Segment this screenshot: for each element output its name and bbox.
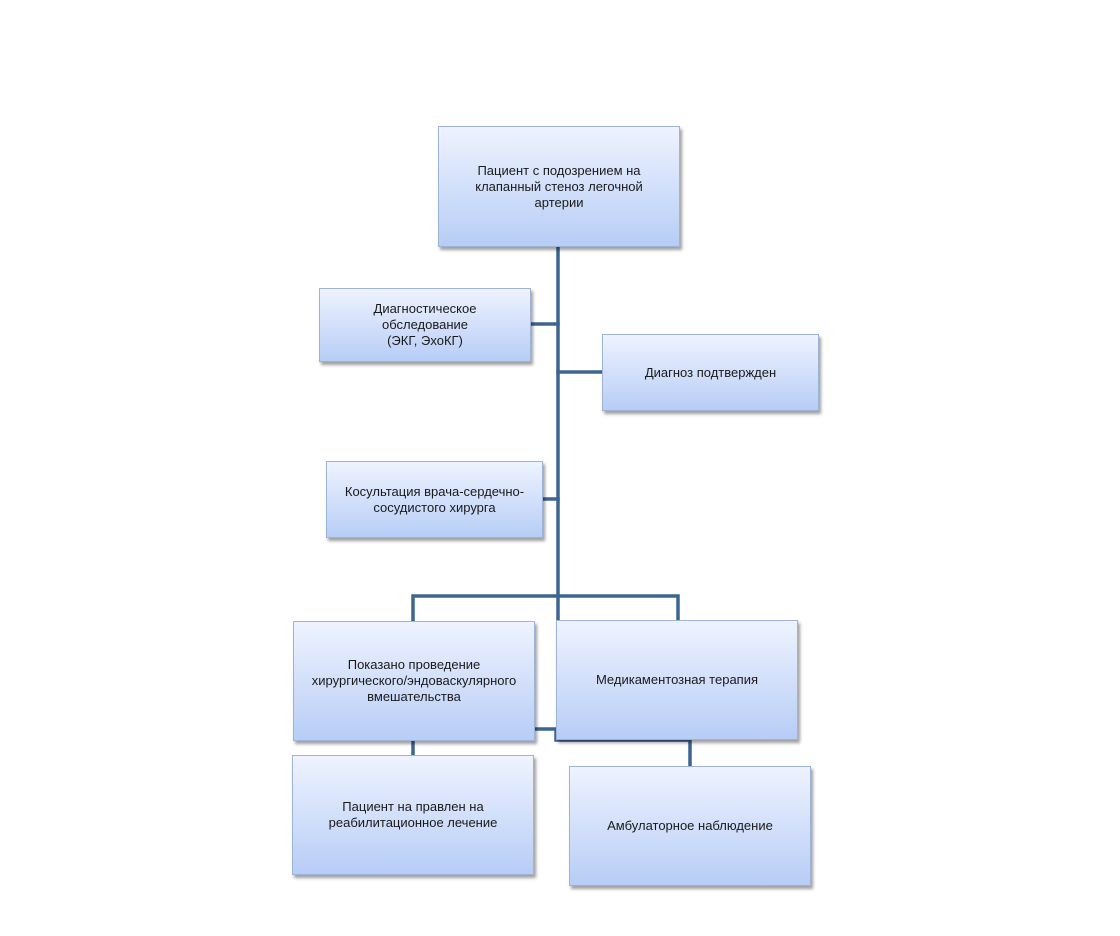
split-bar-line — [411, 594, 680, 622]
node-medication-therapy: Медикаментозная терапия — [556, 620, 798, 740]
node-medication-therapy-label: Медикаментозная терапия — [595, 672, 759, 687]
node-diagnosis-confirmed-label: Диагноз подтвержден — [644, 364, 777, 380]
node-surgery-indicated-label: Показано проведение хирургического/эндов… — [311, 657, 517, 704]
node-surgery-indicated: Показано проведение хирургического/эндов… — [293, 621, 535, 741]
node-diagnostic-exam: Диагностическое обследование (ЭКГ, ЭхоКГ… — [319, 288, 531, 362]
node-rehabilitation: Пациент на правлен на реабилитационное л… — [292, 755, 534, 875]
node-diagnosis-confirmed: Диагноз подтвержден — [602, 334, 819, 411]
node-outpatient: Амбулаторное наблюдение — [569, 766, 811, 886]
node-consultation: Косультация врача-сердечно- сосудистого … — [326, 461, 543, 538]
node-patient-suspected: Пациент с подозрением на клапанный стено… — [438, 126, 680, 247]
cross-link-line — [532, 727, 692, 768]
node-outpatient-label: Амбулаторное наблюдение — [607, 818, 773, 833]
node-patient-suspected-label: Пациент с подозрением на клапанный стено… — [475, 162, 643, 210]
node-diagnostic-exam-label: Диагностическое обследование (ЭКГ, ЭхоКГ… — [373, 301, 477, 348]
node-rehabilitation-label: Пациент на правлен на реабилитационное л… — [328, 799, 498, 830]
node-consultation-label: Косультация врача-сердечно- сосудистого … — [344, 483, 525, 515]
